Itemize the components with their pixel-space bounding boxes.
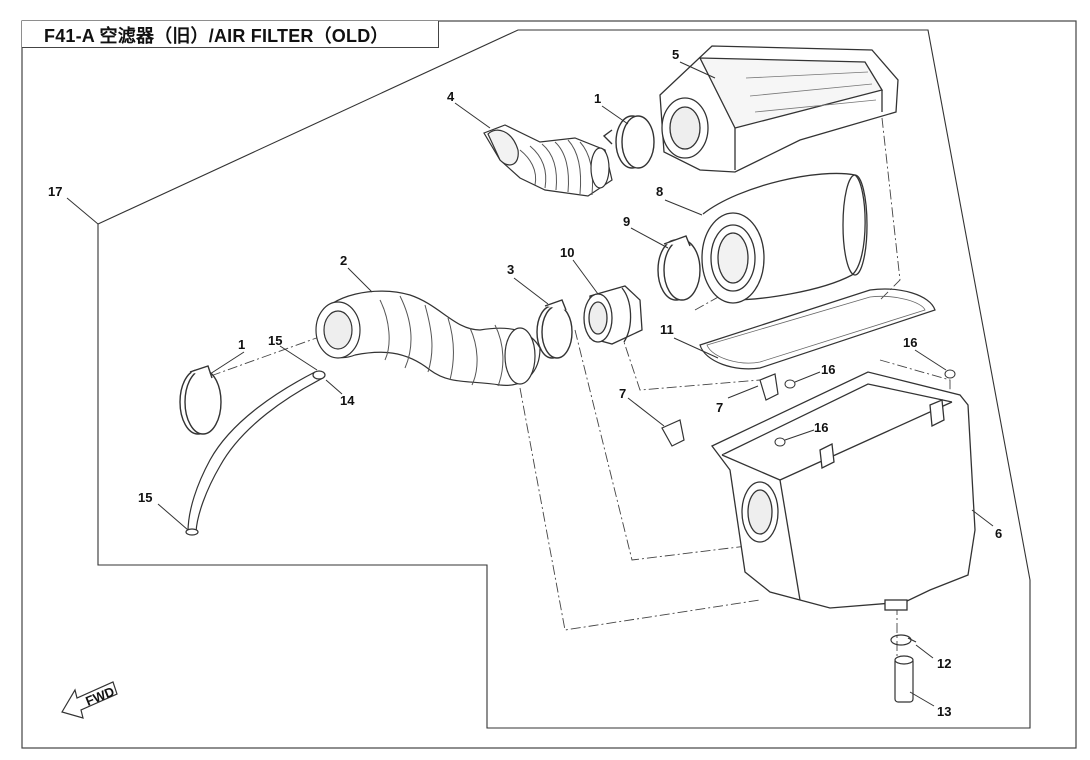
callout-17: 17	[48, 184, 62, 199]
air-box-cover	[659, 45, 899, 173]
intake-duct	[483, 124, 613, 197]
callout-7-left: 7	[619, 386, 626, 401]
leader-lines	[66, 61, 994, 707]
coupling	[583, 285, 643, 345]
callout-1-lower: 1	[238, 337, 245, 352]
fwd-label: FWD	[83, 684, 116, 709]
callout-11: 11	[660, 322, 674, 337]
assembly-lines	[204, 99, 951, 690]
callout-7-right: 7	[716, 400, 723, 415]
callout-9: 9	[623, 214, 630, 229]
callout-12: 12	[937, 656, 951, 671]
callout-13: 13	[937, 704, 951, 719]
assembly-boundary	[97, 29, 1031, 729]
callout-numbers: 1 1 2 3 4 5 6 7 7 8 9 10 11 12 13 14 15 …	[48, 47, 1002, 719]
drain-plug	[894, 655, 914, 703]
callout-16-lower: 16	[814, 420, 828, 435]
callout-8: 8	[656, 184, 663, 199]
hose-clamp-upper	[602, 115, 655, 169]
callout-6: 6	[995, 526, 1002, 541]
filter-element	[701, 172, 868, 304]
hose-clamp-9	[657, 235, 701, 301]
callout-1-upper: 1	[594, 91, 601, 106]
callout-3: 3	[507, 262, 514, 277]
callout-16-right: 16	[903, 335, 917, 350]
page-border	[21, 20, 1077, 749]
air-box-housing	[711, 371, 976, 611]
gasket	[699, 288, 936, 370]
hose-clamp-3	[536, 299, 573, 359]
callout-10: 10	[560, 245, 574, 260]
clip-7	[661, 373, 779, 447]
callout-16-mid: 16	[821, 362, 835, 377]
drain-tube	[185, 370, 326, 536]
hose-clamp-lower	[179, 365, 222, 435]
callout-2: 2	[340, 253, 347, 268]
callout-15-lower: 15	[138, 490, 152, 505]
callout-5: 5	[672, 47, 679, 62]
drain-clip	[890, 634, 917, 646]
callout-14: 14	[340, 393, 355, 408]
forward-direction-arrow: FWD	[61, 681, 118, 719]
callout-15-upper: 15	[268, 333, 282, 348]
screws	[774, 369, 956, 447]
intake-hose	[315, 290, 541, 387]
title-box	[22, 21, 439, 48]
page-title: F41-A 空滤器（旧）/AIR FILTER（OLD）	[44, 26, 389, 46]
callout-4: 4	[447, 89, 455, 104]
